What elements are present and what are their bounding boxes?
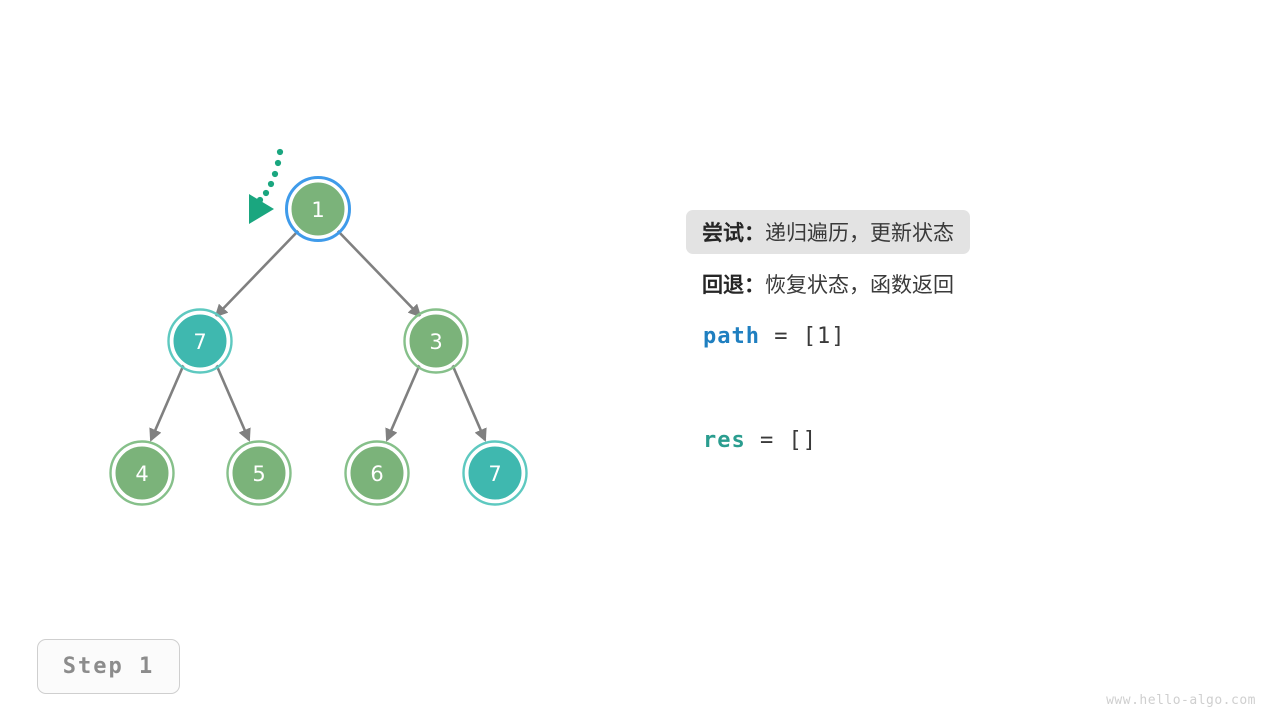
tree-node-6-label: 6 [370, 462, 383, 486]
tree-node-7-left-label: 7 [193, 330, 206, 354]
path-variable-value: = [1] [759, 323, 846, 349]
binary-tree-diagram: 1 7 3 4 5 6 [109, 148, 528, 506]
edge-n7L-n4 [149, 363, 186, 442]
tree-node-5[interactable]: 5 [226, 440, 292, 506]
try-line-text: 递归遍历，更新状态 [765, 221, 954, 245]
backtrack-line-row: 回退：恢复状态，函数返回 [686, 258, 1246, 310]
tree-node-4-label: 4 [135, 462, 148, 486]
backtrack-line: 回退：恢复状态，函数返回 [686, 262, 970, 306]
tree-node-7-left[interactable]: 7 [167, 308, 233, 374]
tree-node-4[interactable]: 4 [109, 440, 175, 506]
watermark-text: www.hello-algo.com [1106, 693, 1256, 708]
tree-node-1[interactable]: 1 [285, 176, 351, 242]
edge-n7L-n5 [214, 363, 251, 442]
backtrack-line-key: 回退： [702, 273, 765, 297]
edge-n1-n3 [336, 229, 422, 318]
res-variable-name: res [703, 427, 746, 453]
tree-node-3-label: 3 [429, 330, 442, 354]
tree-node-3[interactable]: 3 [403, 308, 469, 374]
tree-node-7-right[interactable]: 7 [462, 440, 528, 506]
res-variable-line: res = [] [686, 414, 1246, 466]
step-badge-label: Step 1 [62, 654, 155, 679]
edge-n1-n7L [214, 229, 300, 318]
edge-n3-n7R [450, 363, 487, 442]
tree-edges [149, 229, 487, 442]
tree-node-1-label: 1 [311, 198, 324, 222]
watermark: www.hello-algo.com [1106, 693, 1256, 708]
tree-node-7-right-label: 7 [488, 462, 501, 486]
path-variable-name: path [703, 323, 760, 349]
recursion-pointer-icon [249, 148, 284, 224]
panel-spacer [686, 362, 1246, 414]
path-variable-line: path = [1] [686, 310, 1246, 362]
tree-node-6[interactable]: 6 [344, 440, 410, 506]
tree-node-5-label: 5 [252, 462, 265, 486]
edge-n3-n6 [385, 363, 422, 442]
state-panel: 尝试：递归遍历，更新状态 回退：恢复状态，函数返回 path = [1] res… [686, 206, 1246, 466]
backtrack-line-text: 恢复状态，函数返回 [765, 273, 954, 297]
try-line: 尝试：递归遍历，更新状态 [686, 210, 970, 254]
res-variable-value: = [] [745, 427, 817, 453]
try-line-row: 尝试：递归遍历，更新状态 [686, 206, 1246, 258]
step-badge: Step 1 [37, 639, 180, 694]
try-line-key: 尝试： [702, 221, 765, 245]
